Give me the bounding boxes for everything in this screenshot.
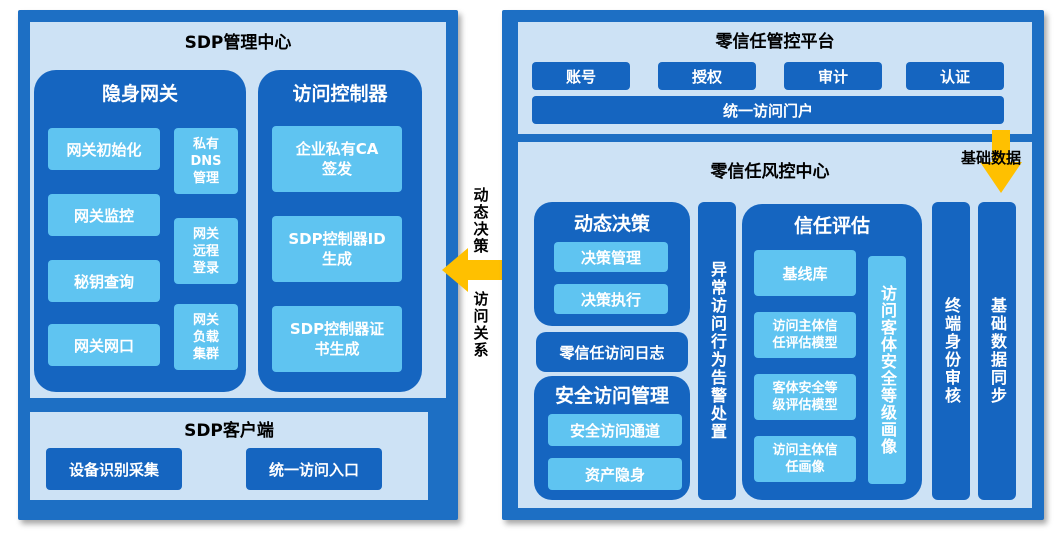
enterprise-ca-box: 企业私有CA 签发 xyxy=(272,126,402,192)
object-security-model-box: 客体安全等 级评估模型 xyxy=(754,374,856,420)
trust-evaluation-title: 信任评估 xyxy=(793,214,870,237)
unified-access-entry-box: 统一访问入口 xyxy=(246,448,382,490)
access-controller-title: 访问控制器 xyxy=(292,82,388,105)
private-dns-box: 私有 DNS 管理 xyxy=(174,128,238,194)
down-arrow-icon xyxy=(980,130,1022,193)
account-button[interactable]: 账号 xyxy=(532,62,630,90)
gateway-monitor-box: 网关监控 xyxy=(48,194,160,236)
authenticate-button[interactable]: 认证 xyxy=(906,62,1004,90)
secure-channel-box: 安全访问通道 xyxy=(548,414,682,446)
left-arrow-icon xyxy=(442,248,506,292)
arrow-label-bottom: 访问关系 xyxy=(471,291,490,359)
controller-id-box: SDP控制器ID 生成 xyxy=(272,216,402,282)
subject-trust-model-box: 访问主体信 任评估模型 xyxy=(754,312,856,358)
secure-access-title: 安全访问管理 xyxy=(554,384,669,407)
gateway-load-cluster-box: 网关 负载 集群 xyxy=(174,304,238,370)
decision-manage-box: 决策管理 xyxy=(554,242,668,272)
key-query-box: 秘钥查询 xyxy=(48,260,160,302)
base-data-sync-column: 基础数据同步 xyxy=(978,202,1016,500)
unified-portal-button[interactable]: 统一访问门户 xyxy=(532,96,1004,124)
object-security-portrait-column: 访问客体安全等级画像 xyxy=(868,256,906,484)
device-collect-box: 设备识别采集 xyxy=(46,448,182,490)
dynamic-decision-title: 动态决策 xyxy=(573,212,650,235)
gateway-remote-login-box: 网关 远程 登录 xyxy=(174,218,238,284)
subject-trust-portrait-box: 访问主体信 任画像 xyxy=(754,436,856,482)
controller-cert-box: SDP控制器证 书生成 xyxy=(272,306,402,372)
authorize-button[interactable]: 授权 xyxy=(658,62,756,90)
asset-hiding-box: 资产隐身 xyxy=(548,458,682,490)
base-data-label: 基础数据 xyxy=(960,148,1021,167)
sdp-client-title: SDP客户端 xyxy=(184,420,274,441)
stealth-gateway-title: 隐身网关 xyxy=(101,82,178,105)
access-log-box: 零信任访问日志 xyxy=(536,332,688,372)
anomaly-alert-column: 异常访问行为告警处置 xyxy=(698,202,736,500)
audit-button[interactable]: 审计 xyxy=(784,62,882,90)
gateway-init-box: 网关初始化 xyxy=(48,128,160,170)
risk-control-title: 零信任风控中心 xyxy=(710,161,830,182)
terminal-identity-column: 终端身份审核 xyxy=(932,202,970,500)
baseline-box: 基线库 xyxy=(754,250,856,296)
arrow-label-top: 动态决策 xyxy=(471,187,490,255)
decision-execute-box: 决策执行 xyxy=(554,284,668,314)
gateway-port-box: 网关网口 xyxy=(48,324,160,366)
platform-title: 零信任管控平台 xyxy=(715,31,835,52)
sdp-management-title: SDP管理中心 xyxy=(184,32,292,53)
